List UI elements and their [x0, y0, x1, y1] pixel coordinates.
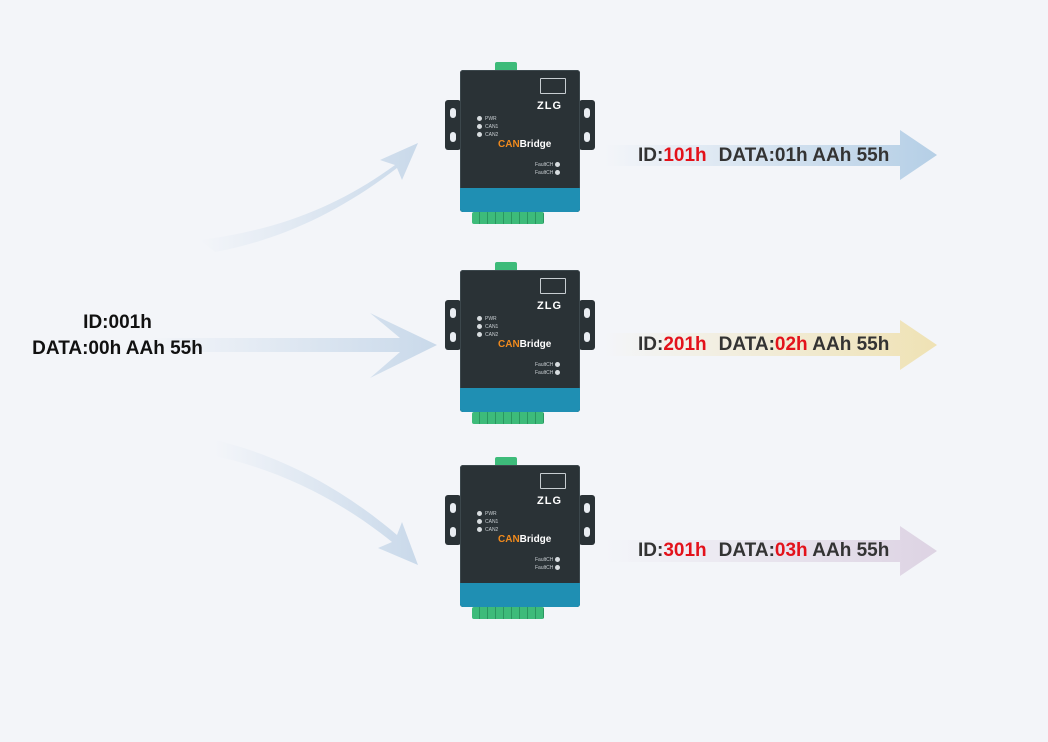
output-data-first: 02h: [774, 334, 808, 355]
input-arrow-upper: [200, 143, 418, 252]
product-name: CANBridge: [498, 139, 551, 150]
output-arrow-3: [605, 526, 937, 576]
device-label-sticker: [540, 278, 566, 294]
mount-ear-right: [579, 300, 595, 350]
led-pwr: [477, 116, 482, 121]
mount-ear-left: [445, 495, 461, 545]
product-name: CANBridge: [498, 339, 551, 350]
brand-logo: ZLG: [537, 495, 562, 507]
led-label: FaultCH: [535, 170, 554, 176]
port-strip: [460, 188, 580, 212]
led-label: FaultCH: [535, 565, 554, 571]
led-label: CAN2: [485, 527, 499, 533]
device-label-sticker: [540, 473, 566, 489]
signal-terminal: [472, 412, 544, 424]
signal-terminal: [472, 607, 544, 619]
led-fault-2: [555, 565, 560, 570]
output-data-prefix: DATA:: [718, 540, 775, 561]
product-suffix: Bridge: [519, 534, 552, 545]
input-data: DATA:00h AAh 55h: [32, 338, 203, 359]
canbridge-device-3: ZLG PWR CAN1 CAN2 CANBridge FaultCH Faul…: [445, 457, 595, 637]
led-can1: [477, 519, 482, 524]
led-label: PWR: [485, 316, 497, 322]
led-fault-2: [555, 170, 560, 175]
product-prefix: CAN: [498, 339, 520, 350]
led-label: PWR: [485, 116, 497, 122]
led-label: CAN2: [485, 332, 499, 338]
product-prefix: CAN: [498, 139, 520, 150]
product-prefix: CAN: [498, 534, 520, 545]
output-id-prefix: ID:: [638, 145, 664, 166]
output-data-rest: AAh 55h: [812, 540, 890, 561]
product-suffix: Bridge: [519, 139, 552, 150]
output-arrow-2: [605, 320, 937, 370]
product-name: CANBridge: [498, 534, 551, 545]
output-data-prefix: DATA:: [718, 334, 775, 355]
led-can1: [477, 124, 482, 129]
input-arrow-middle: [150, 313, 437, 378]
led-can2: [477, 132, 482, 137]
output-message-3: ID:301h DATA:03h AAh 55h: [638, 540, 889, 562]
led-pwr: [477, 511, 482, 516]
output-data-rest: AAh 55h: [812, 145, 890, 166]
led-can2: [477, 332, 482, 337]
signal-terminal: [472, 212, 544, 224]
input-id: ID:001h: [83, 312, 152, 333]
output-data-first: 03h: [774, 540, 808, 561]
output-id-value: 301h: [663, 540, 707, 561]
output-id-prefix: ID:: [638, 334, 664, 355]
brand-logo: ZLG: [537, 300, 562, 312]
led-label: CAN1: [485, 124, 499, 130]
led-fault-1: [555, 557, 560, 562]
device-label-sticker: [540, 78, 566, 94]
led-label: FaultCH: [535, 370, 554, 376]
led-label: CAN2: [485, 132, 499, 138]
mount-ear-right: [579, 100, 595, 150]
led-can2: [477, 527, 482, 532]
output-data-prefix: DATA:: [718, 145, 775, 166]
output-data-first: 01h: [774, 145, 808, 166]
port-strip: [460, 583, 580, 607]
led-fault-1: [555, 162, 560, 167]
led-label: FaultCH: [535, 362, 554, 368]
led-pwr: [477, 316, 482, 321]
mount-ear-right: [579, 495, 595, 545]
led-can1: [477, 324, 482, 329]
output-id-value: 201h: [663, 334, 707, 355]
output-message-1: ID:101h DATA:01h AAh 55h: [638, 145, 889, 167]
port-strip: [460, 388, 580, 412]
input-message: ID:001h DATA:00h AAh 55h: [10, 310, 225, 362]
output-arrow-1: [605, 130, 937, 180]
led-fault-1: [555, 362, 560, 367]
canbridge-device-1: ZLG PWR CAN1 CAN2 CANBridge FaultCH Faul…: [445, 62, 595, 242]
input-arrow-lower: [215, 440, 418, 565]
brand-logo: ZLG: [537, 100, 562, 112]
led-label: FaultCH: [535, 557, 554, 563]
led-label: FaultCH: [535, 162, 554, 168]
output-message-2: ID:201h DATA:02h AAh 55h: [638, 334, 889, 356]
mount-ear-left: [445, 300, 461, 350]
canbridge-device-2: ZLG PWR CAN1 CAN2 CANBridge FaultCH Faul…: [445, 262, 595, 442]
led-label: CAN1: [485, 324, 499, 330]
output-id-value: 101h: [663, 145, 707, 166]
product-suffix: Bridge: [519, 339, 552, 350]
mount-ear-left: [445, 100, 461, 150]
led-label: CAN1: [485, 519, 499, 525]
output-data-rest: AAh 55h: [812, 334, 890, 355]
led-label: PWR: [485, 511, 497, 517]
led-fault-2: [555, 370, 560, 375]
output-id-prefix: ID:: [638, 540, 664, 561]
